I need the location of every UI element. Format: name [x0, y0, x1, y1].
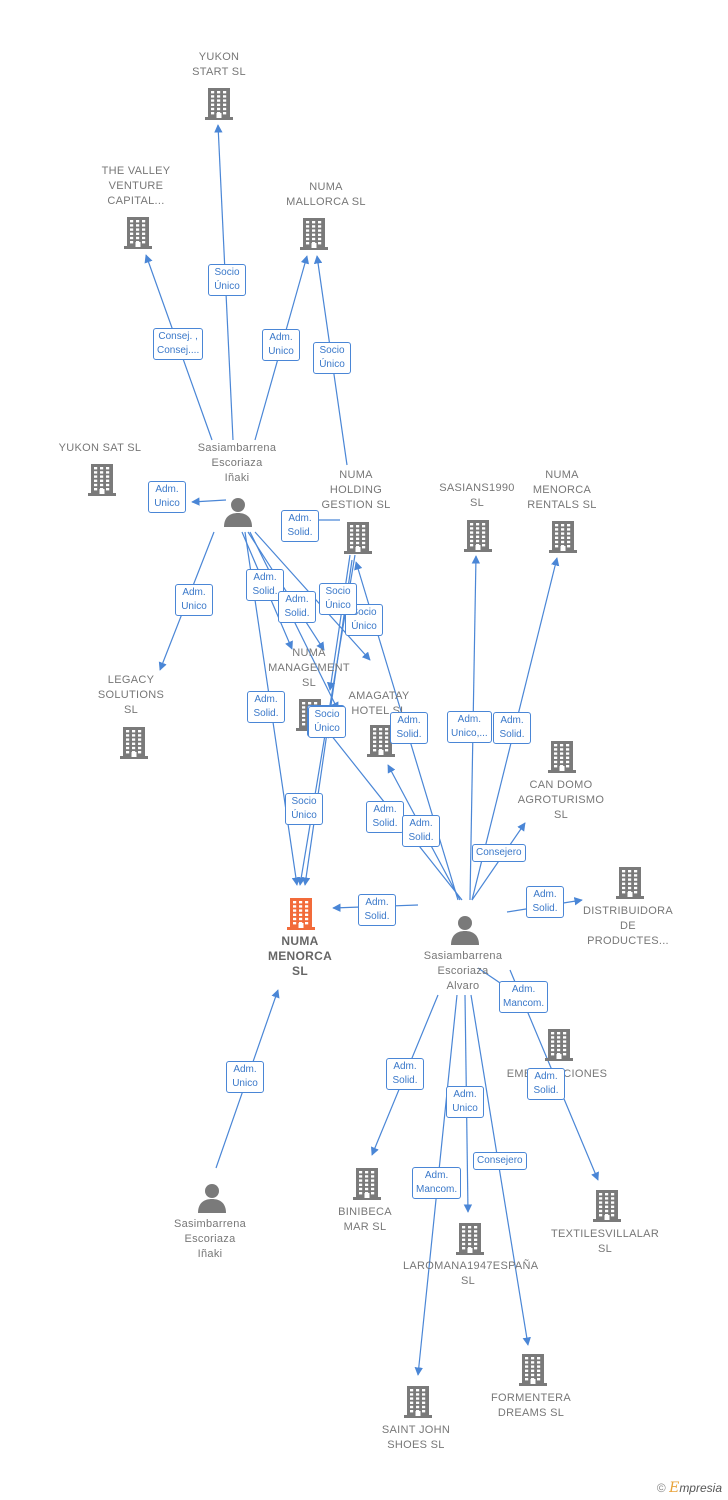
building-icon[interactable]: [300, 216, 328, 255]
edge-label[interactable]: Adm. Solid.: [281, 510, 319, 542]
focus-company-building-icon[interactable]: [287, 896, 315, 935]
edge-label[interactable]: Socio Único: [308, 706, 346, 738]
edge-label[interactable]: Adm. Solid.: [246, 569, 284, 601]
node-label-distribuidora[interactable]: DISTRIBUIDORA DE PRODUCTES...: [582, 905, 674, 947]
node-label-numa-management[interactable]: NUMA MANAGEMENT SL: [268, 647, 350, 689]
node-label-laromana[interactable]: LAROMANA1947ESPAÑA SL: [403, 1260, 539, 1287]
empresia-brand: © Empresia: [657, 1480, 722, 1496]
edge-line: [470, 994, 531, 1346]
building-icon[interactable]: [548, 739, 576, 778]
building-icon[interactable]: [205, 86, 233, 125]
edge-label[interactable]: Socio Único: [313, 342, 351, 374]
edge-label[interactable]: Adm. Unico,...: [447, 711, 492, 743]
node-label-saint-john[interactable]: SAINT JOHN SHOES SL: [381, 1424, 451, 1451]
edge-label[interactable]: Adm. Solid.: [247, 691, 285, 723]
node-label-can-domo[interactable]: CAN DOMO AGROTURISMO SL: [517, 779, 605, 821]
node-label-sasians1990[interactable]: SASIANS1990 SL: [439, 482, 515, 509]
building-icon[interactable]: [549, 519, 577, 558]
building-icon[interactable]: [404, 1384, 432, 1423]
building-icon[interactable]: [367, 723, 395, 762]
edge-label[interactable]: Adm. Solid.: [526, 886, 564, 918]
person-icon[interactable]: [197, 1183, 227, 1218]
building-icon[interactable]: [353, 1166, 381, 1205]
edge-label[interactable]: Adm. Solid.: [527, 1068, 565, 1100]
building-icon[interactable]: [88, 462, 116, 501]
edge-label[interactable]: Adm. Unico: [175, 584, 213, 616]
edge-line: [191, 497, 227, 506]
building-icon[interactable]: [593, 1188, 621, 1227]
edge-label[interactable]: Adm. Unico: [148, 481, 186, 513]
brand-initial: E: [669, 1480, 680, 1496]
edge-label[interactable]: Socio Único: [208, 264, 246, 296]
node-label-numa-menorca[interactable]: NUMA MENORCA SL: [267, 934, 333, 978]
node-label-formentera[interactable]: FORMENTERA DREAMS SL: [491, 1392, 571, 1419]
building-icon[interactable]: [344, 520, 372, 559]
building-icon[interactable]: [120, 725, 148, 764]
brand-name: mpresia: [679, 1481, 722, 1495]
node-label-sasim-inaki[interactable]: Sasimbarrena Escoriaza Iñaki: [173, 1218, 247, 1260]
edge-label[interactable]: Adm. Unico: [226, 1061, 264, 1093]
edge-label[interactable]: Adm. Solid.: [366, 801, 404, 833]
node-label-textiles[interactable]: TEXTILESVILLALAR SL: [550, 1228, 660, 1255]
edge-label[interactable]: Adm. Unico: [262, 329, 300, 361]
edge-label[interactable]: Adm. Solid.: [278, 591, 316, 623]
person-icon[interactable]: [450, 915, 480, 950]
edge-label[interactable]: Adm. Unico: [446, 1086, 484, 1118]
edge-label[interactable]: Consejero: [472, 844, 526, 862]
building-icon[interactable]: [464, 518, 492, 557]
edge-label[interactable]: Consejero: [473, 1152, 527, 1170]
building-icon[interactable]: [616, 865, 644, 904]
edge-label[interactable]: Consej. , Consej....: [153, 328, 204, 360]
edge-label[interactable]: Adm. Solid.: [402, 815, 440, 847]
person-icon[interactable]: [223, 497, 253, 532]
node-label-yukon-sat[interactable]: YUKON SAT SL: [58, 442, 142, 454]
copyright-symbol: ©: [656, 1481, 666, 1495]
node-label-sas-alvaro[interactable]: Sasiambarrena Escoriaza Alvaro: [423, 950, 503, 992]
edge-label[interactable]: Adm. Solid.: [386, 1058, 424, 1090]
building-icon[interactable]: [124, 215, 152, 254]
building-icon[interactable]: [456, 1221, 484, 1260]
building-icon[interactable]: [519, 1352, 547, 1391]
node-label-numa-menorca-rentals[interactable]: NUMA MENORCA RENTALS SL: [527, 469, 597, 511]
building-icon[interactable]: [545, 1027, 573, 1066]
edge-label[interactable]: Socio Único: [285, 793, 323, 825]
node-label-numa-mallorca[interactable]: NUMA MALLORCA SL: [286, 181, 366, 208]
node-label-legacy[interactable]: LEGACY SOLUTIONS SL: [97, 674, 165, 716]
node-label-sas-inaki[interactable]: Sasiambarrena Escoriaza Iñaki: [197, 442, 277, 484]
edge-label[interactable]: Adm. Mancom.: [499, 981, 549, 1013]
edge-label[interactable]: Adm. Mancom.: [412, 1167, 462, 1199]
edge-label[interactable]: Adm. Solid.: [493, 712, 531, 744]
node-label-binibeca[interactable]: BINIBECA MAR SL: [338, 1206, 392, 1233]
edge-label[interactable]: Socio Único: [319, 583, 357, 615]
node-label-valley[interactable]: THE VALLEY VENTURE CAPITAL...: [101, 165, 171, 207]
edge-line: [326, 554, 351, 691]
node-label-numa-holding[interactable]: NUMA HOLDING GESTION SL: [321, 469, 391, 511]
edge-label[interactable]: Adm. Solid.: [358, 894, 396, 926]
edge-label[interactable]: Adm. Solid.: [390, 712, 428, 744]
node-label-yukon-start[interactable]: YUKON START SL: [192, 51, 246, 78]
edge-label[interactable]: Socio Único: [345, 604, 383, 636]
